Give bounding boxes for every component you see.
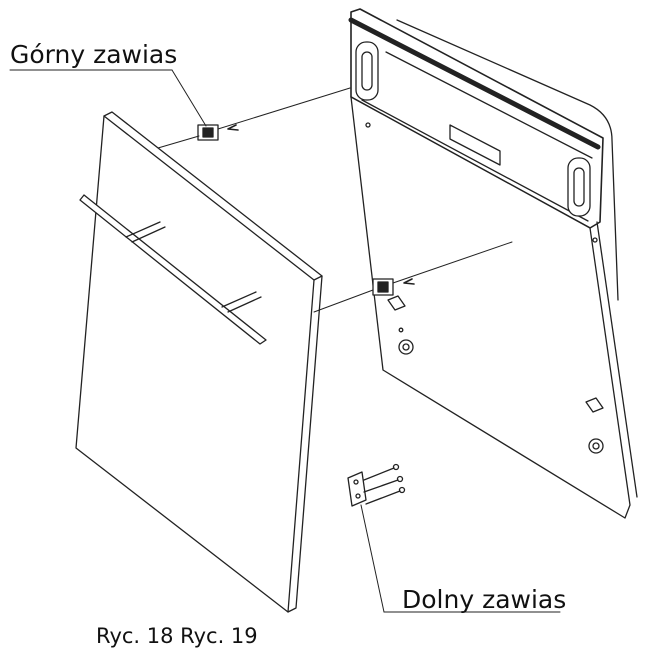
upper-hinge-guide-line: [217, 87, 351, 130]
front-panel-side-edge: [287, 275, 323, 613]
front-panel-top-edge: [103, 111, 323, 281]
middle-hinge-guide-line: [392, 241, 513, 284]
lower-hinge-bracket: [347, 463, 561, 613]
door-back-outline: [396, 19, 619, 301]
top-hinge-leader: [9, 69, 207, 127]
upper-hinge-arrow: [227, 124, 239, 131]
door-latch-slot: [449, 124, 501, 166]
front-panel: [75, 111, 323, 613]
door-panel-edge: [596, 221, 638, 498]
door-upper-band: [361, 99, 589, 222]
dishwasher-door: [348, 8, 638, 519]
panel-screw-hole: [592, 237, 598, 243]
middle-hinge-panel-line: [313, 289, 374, 313]
upper-hinge-part: [157, 87, 351, 149]
door-frame-edge: [348, 17, 601, 150]
handle-bar: [79, 194, 267, 345]
top-hinge-label: Górny zawias: [10, 40, 178, 69]
handle-stand-left: [131, 226, 166, 243]
front-panel-face: [75, 115, 315, 613]
door-hinge-slot-left: [355, 41, 379, 101]
panel-mount-boss: [398, 339, 604, 454]
middle-hinge-part: [313, 241, 513, 313]
handle-stand-left: [125, 221, 161, 238]
bottom-hinge-label: Dolny zawias: [402, 585, 567, 614]
upper-hinge-panel-line: [157, 135, 200, 149]
panel-screw-hole: [398, 327, 404, 333]
lower-hinge-leader: [360, 504, 385, 613]
middle-hinge-arrow: [403, 278, 415, 285]
handle-stand-right: [221, 291, 257, 308]
door-frame-inner-edge: [385, 51, 593, 159]
figure-caption: Ryc. 18 Ryc. 19: [96, 624, 258, 648]
panel-screw-hole: [365, 122, 371, 128]
bracket-screw: [363, 463, 406, 505]
panel-mount-clip: [387, 295, 604, 413]
handle-stand-right: [227, 296, 262, 313]
door-hinge-slot-right: [567, 157, 591, 217]
door-inner-panel: [350, 96, 631, 519]
